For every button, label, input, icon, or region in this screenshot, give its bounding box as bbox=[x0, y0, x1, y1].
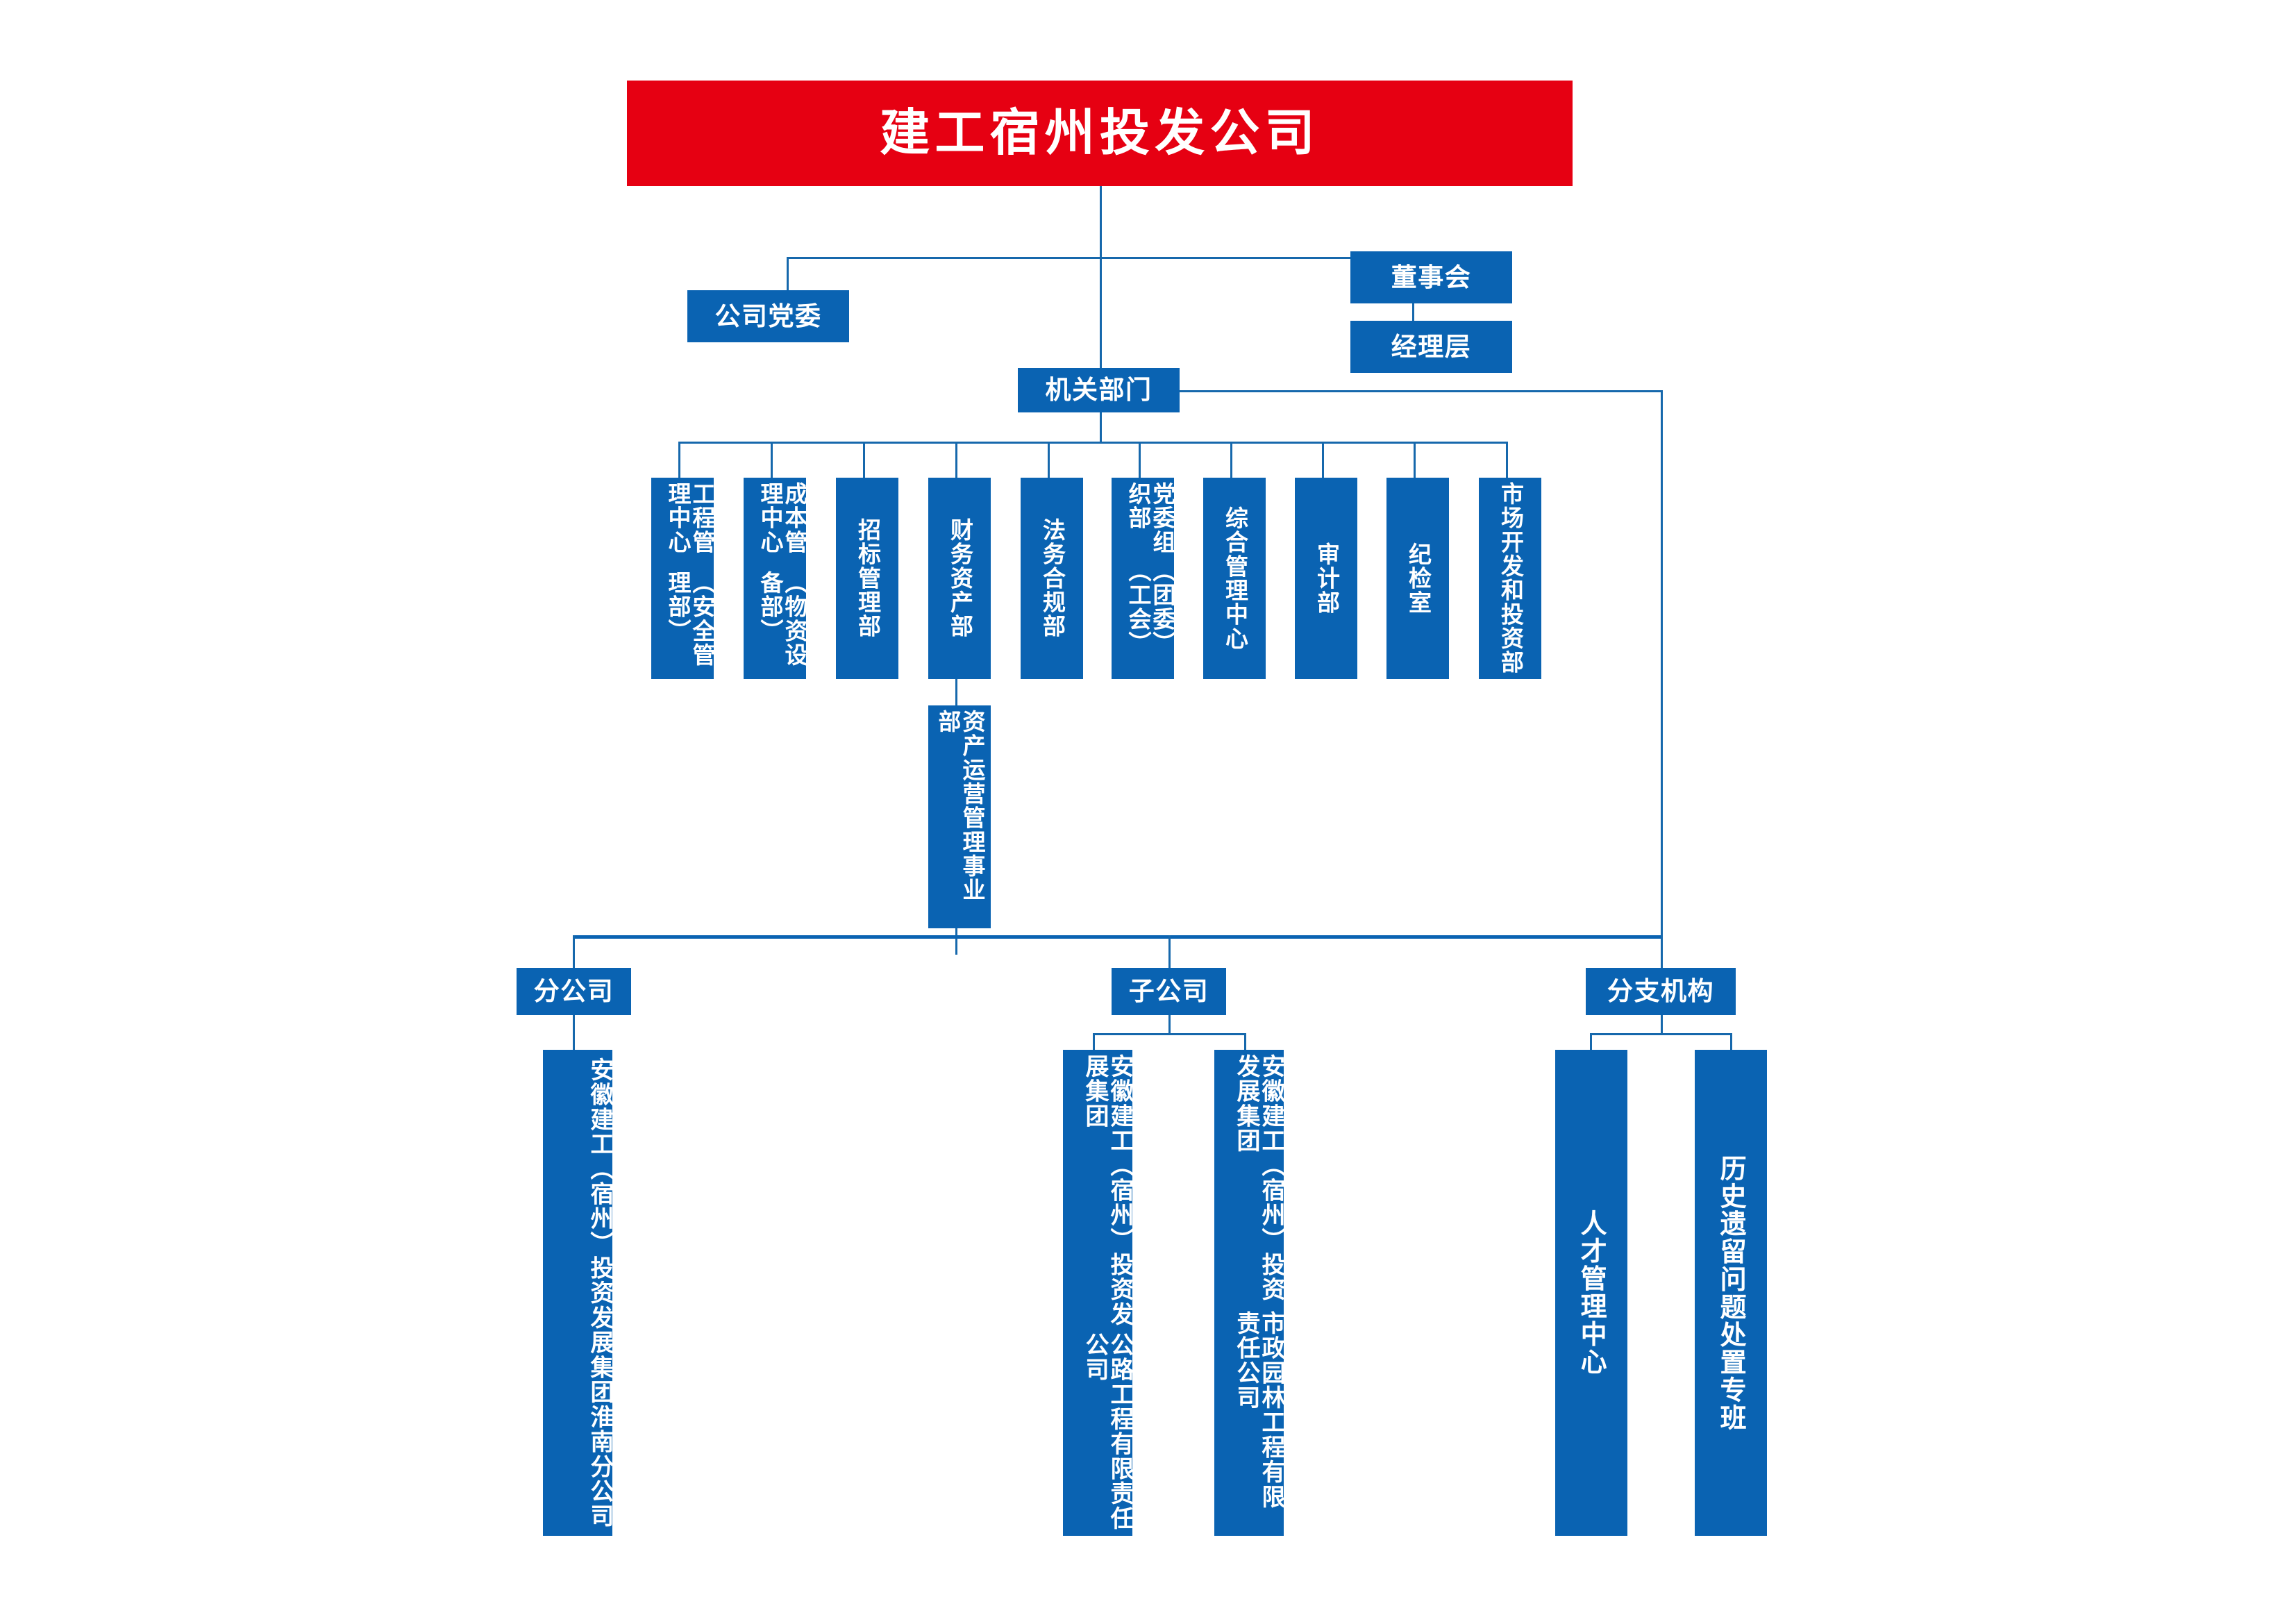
node-department-6[interactable]: （团委）（工会） 党委组织部 bbox=[1112, 478, 1176, 679]
node-subsidiary-2[interactable]: 市政园林工程有限责任公司 安徽建工（宿州）投资发展集团 bbox=[1214, 1050, 1285, 1536]
connector-drop-dept-3 bbox=[863, 442, 865, 478]
connector-group-bus bbox=[573, 935, 1663, 939]
connector-drop-group-2 bbox=[1168, 935, 1171, 968]
node-department-4-main: 财务资产部 bbox=[946, 518, 974, 639]
node-department-10[interactable]: 市场开发和投资部 bbox=[1479, 478, 1541, 679]
connector-drop-dept-6 bbox=[1139, 442, 1141, 478]
node-department-10-main: 市场开发和投资部 bbox=[1497, 482, 1525, 675]
connector-subco-drop-1 bbox=[1093, 1033, 1095, 1050]
connector-agency-right bbox=[1146, 390, 1663, 392]
connector-drop-dept-4 bbox=[955, 442, 957, 478]
node-department-1-sub: （安全管理部） bbox=[664, 571, 716, 667]
node-department-2-sub: （物资设备部） bbox=[757, 571, 808, 667]
connector-drop-dept-5 bbox=[1048, 442, 1050, 478]
connector-drop-dept-7 bbox=[1230, 442, 1232, 478]
node-branch-institution-2[interactable]: 历史遗留问题处置专班 bbox=[1695, 1050, 1767, 1536]
connector-to-party-committee bbox=[787, 257, 789, 290]
node-party-committee-label: 公司党委 bbox=[714, 301, 822, 331]
connector-subco-drop-2 bbox=[1244, 1033, 1246, 1050]
connector-department-bus bbox=[678, 442, 1506, 444]
node-management-layer[interactable]: 经理层 bbox=[1350, 321, 1512, 373]
node-department-7-main: 综合管理中心 bbox=[1221, 506, 1249, 651]
org-title-box: 建工宿州投发公司 bbox=[627, 81, 1573, 186]
connector-subco-down bbox=[1168, 1015, 1171, 1035]
connector-agency-down bbox=[1100, 412, 1102, 443]
connector-drop-dept-9 bbox=[1414, 442, 1416, 478]
node-department-4[interactable]: 财务资产部 bbox=[928, 478, 991, 679]
node-group-branch-company[interactable]: 分公司 bbox=[517, 968, 631, 1015]
node-department-5[interactable]: 法务合规部 bbox=[1021, 478, 1083, 679]
connector-branchinst-span bbox=[1590, 1033, 1732, 1035]
node-department-9-main: 纪检室 bbox=[1405, 542, 1432, 614]
connector-board-to-management bbox=[1412, 300, 1414, 323]
node-department-6-sub: （团委）（工会） bbox=[1125, 558, 1176, 655]
node-party-committee[interactable]: 公司党委 bbox=[687, 290, 849, 342]
node-department-5-main: 法务合规部 bbox=[1039, 518, 1066, 639]
connector-asset-ops-down bbox=[955, 928, 957, 955]
connector-title-to-agency bbox=[1100, 257, 1102, 368]
node-branch-institution-1-label: 人才管理中心 bbox=[1576, 1209, 1607, 1376]
node-department-7[interactable]: 综合管理中心 bbox=[1203, 478, 1266, 679]
connector-branchinst-down bbox=[1661, 1015, 1663, 1035]
node-department-8-main: 审计部 bbox=[1313, 542, 1341, 614]
node-department-1-main: 工程管理中心 bbox=[664, 482, 716, 554]
node-agency-departments-label: 机关部门 bbox=[1045, 375, 1153, 405]
node-group-branch-company-label: 分公司 bbox=[533, 976, 614, 1007]
org-title-text: 建工宿州投发公司 bbox=[880, 103, 1320, 162]
node-branch-institution-1[interactable]: 人才管理中心 bbox=[1555, 1050, 1627, 1536]
connector-subco-span bbox=[1093, 1033, 1246, 1035]
connector-right-spine bbox=[1661, 390, 1663, 937]
node-agency-departments[interactable]: 机关部门 bbox=[1018, 368, 1180, 412]
connector-drop-group-1 bbox=[573, 935, 575, 968]
node-department-3[interactable]: 招标管理部 bbox=[836, 478, 898, 679]
connector-drop-dept-1 bbox=[678, 442, 680, 478]
connector-drop-dept-2 bbox=[771, 442, 773, 478]
node-group-subsidiary[interactable]: 子公司 bbox=[1112, 968, 1226, 1015]
node-subsidiary-2-main: 安徽建工（宿州）投资发展集团 bbox=[1232, 1054, 1285, 1302]
node-asset-operations-division-label: 资产运营管理事业部 bbox=[935, 710, 986, 903]
connector-drop-group-3 bbox=[1661, 935, 1663, 968]
node-department-9[interactable]: 纪检室 bbox=[1386, 478, 1449, 679]
node-group-branch-institution[interactable]: 分支机构 bbox=[1586, 968, 1736, 1015]
node-subsidiary-1-main: 安徽建工（宿州）投资发展集团 bbox=[1080, 1054, 1134, 1327]
node-department-3-main: 招标管理部 bbox=[854, 518, 882, 639]
connector-finance-to-asset-ops bbox=[955, 679, 957, 705]
connector-drop-dept-10 bbox=[1506, 442, 1508, 478]
node-group-subsidiary-label: 子公司 bbox=[1128, 976, 1209, 1007]
node-department-2[interactable]: （物资设备部） 成本管理中心 bbox=[744, 478, 808, 679]
node-group-branch-institution-label: 分支机构 bbox=[1607, 976, 1714, 1007]
node-subsidiary-1[interactable]: 公路工程有限责任公司 安徽建工（宿州）投资发展集团 bbox=[1063, 1050, 1134, 1536]
node-department-1[interactable]: （安全管理部） 工程管理中心 bbox=[651, 478, 716, 679]
node-branch-company-1-main: 安徽建工（宿州）投资发展集团 bbox=[586, 1057, 614, 1405]
connector-branchco-down bbox=[573, 1015, 575, 1050]
connector-branchinst-drop-1 bbox=[1590, 1033, 1592, 1050]
node-subsidiary-1-sub: 公路工程有限责任公司 bbox=[1080, 1332, 1134, 1531]
node-department-2-main: 成本管理中心 bbox=[757, 482, 808, 554]
node-branch-company-1[interactable]: 淮南分公司 安徽建工（宿州）投资发展集团 bbox=[543, 1050, 614, 1536]
node-board-of-directors-label: 董事会 bbox=[1391, 262, 1472, 292]
node-subsidiary-2-sub: 市政园林工程有限责任公司 bbox=[1232, 1311, 1285, 1510]
node-asset-operations-division[interactable]: 资产运营管理事业部 bbox=[928, 705, 991, 928]
connector-title-down bbox=[1100, 186, 1102, 258]
node-management-layer-label: 经理层 bbox=[1391, 331, 1472, 362]
node-branch-company-1-sub: 淮南分公司 bbox=[586, 1404, 614, 1529]
connector-branchinst-drop-2 bbox=[1730, 1033, 1732, 1050]
connector-drop-dept-8 bbox=[1322, 442, 1324, 478]
node-board-of-directors[interactable]: 董事会 bbox=[1350, 251, 1512, 303]
node-department-8[interactable]: 审计部 bbox=[1295, 478, 1357, 679]
node-department-6-main: 党委组织部 bbox=[1125, 482, 1176, 554]
node-branch-institution-2-label: 历史遗留问题处置专班 bbox=[1716, 1154, 1747, 1432]
